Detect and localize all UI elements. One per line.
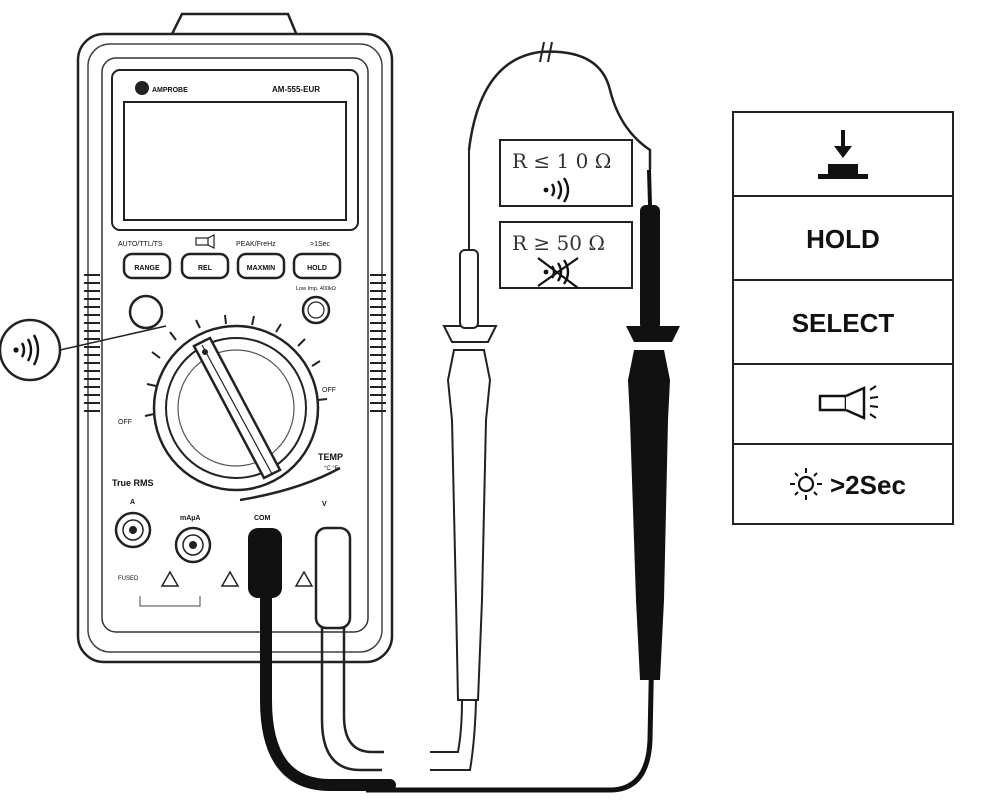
fused-label: FUSED	[118, 576, 139, 582]
white-test-lead	[314, 150, 498, 772]
dial-off-left: OFF	[118, 419, 132, 426]
jack-ma-label: mAµA	[180, 515, 200, 522]
flashlight-icon	[818, 385, 879, 420]
continuity-beep-crossed-icon	[537, 257, 579, 289]
warning-triangle-icon	[294, 570, 314, 587]
jack-v-label: V	[322, 501, 327, 508]
jack-a-label: A	[130, 499, 135, 506]
cable-break-mark	[539, 41, 553, 63]
maxmin-button[interactable]: MAXMIN	[236, 252, 286, 280]
brand-logo-icon	[135, 81, 149, 95]
hold-button[interactable]: HOLD	[292, 252, 342, 280]
right-grip	[370, 274, 386, 412]
jack-ma[interactable]	[174, 526, 212, 564]
range-button[interactable]: RANGE	[122, 252, 172, 280]
rel-button-label: REL	[198, 265, 213, 272]
jack-a[interactable]	[114, 511, 152, 549]
dial-off-right: OFF	[322, 387, 336, 394]
maxmin-top-label: PEAK/FreHz	[236, 241, 276, 248]
true-rms-label: True RMS	[112, 478, 154, 488]
callout-low-resistance: R ≤ 1 0 Ω	[499, 139, 633, 207]
range-button-label: RANGE	[134, 265, 160, 272]
maxmin-button-label: MAXMIN	[247, 265, 275, 272]
warning-triangle-icon	[160, 570, 180, 587]
brand-text: AMPROBE	[152, 87, 188, 94]
table-row-select: SELECT	[792, 308, 895, 338]
dial-ticks	[144, 314, 328, 417]
lcd-screen	[123, 101, 347, 221]
lowz-round-button[interactable]	[301, 295, 331, 325]
hold-sub-label: Low Imp. 400kΩ	[296, 286, 336, 292]
warning-triangle-icon	[220, 570, 240, 587]
rotary-selector[interactable]	[152, 324, 320, 492]
table-row-backlight: >2Sec	[830, 470, 906, 500]
hold-button-label: HOLD	[307, 265, 327, 272]
multimeter: AMPROBE AM-555-EUR AUTO/TTL/TS PEAK/FreH…	[76, 12, 394, 664]
left-grip	[84, 274, 100, 412]
high-resistance-text: R ≥ 50 Ω	[512, 231, 605, 255]
table-row-hold: HOLD	[806, 224, 880, 254]
backlight-sun-icon	[790, 468, 822, 500]
callout-high-resistance: R ≥ 50 Ω	[499, 221, 633, 289]
probe-connection-loop	[467, 50, 652, 170]
hold-top-label: >1Sec	[310, 241, 331, 248]
continuity-beep-icon	[543, 177, 570, 203]
black-test-lead	[248, 169, 680, 793]
select-round-button[interactable]	[128, 294, 164, 330]
function-table: HOLD SELECT >2Sec	[732, 111, 954, 525]
continuity-beep-icon	[0, 318, 167, 382]
low-resistance-text: R ≤ 1 0 Ω	[512, 149, 611, 173]
temp-unit-label: °C °F	[324, 466, 339, 472]
rel-button[interactable]: REL	[180, 252, 230, 280]
flashlight-mini-icon	[195, 234, 215, 249]
range-top-label: AUTO/TTL/TS	[118, 241, 163, 248]
temp-label: TEMP	[318, 452, 343, 462]
model-text: AM-555-EUR	[272, 85, 320, 94]
press-button-icon	[818, 130, 868, 179]
jack-com-label: COM	[254, 515, 271, 522]
